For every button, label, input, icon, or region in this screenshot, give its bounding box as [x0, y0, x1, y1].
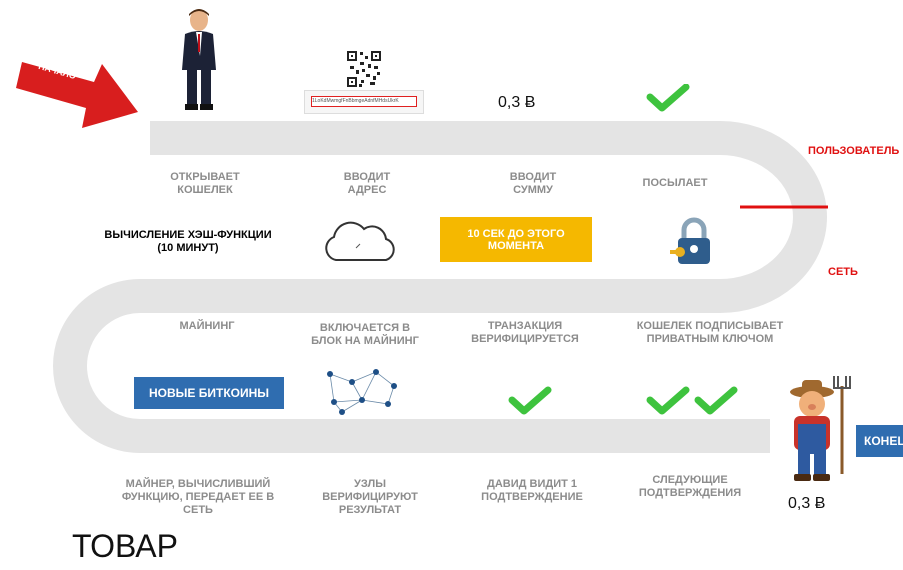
network-icon — [327, 369, 397, 415]
padlock-icon — [670, 217, 710, 264]
step-included-in-block: ВКЛЮЧАЕТСЯ В БЛОК НА МАЙНИНГ — [311, 322, 419, 347]
user-label: ПОЛЬЗОВАТЕЛЬ — [808, 145, 900, 157]
check-icon — [646, 84, 690, 112]
person-icon — [182, 9, 216, 110]
check-icon — [694, 386, 738, 415]
end-badge: КОНЕЦ — [856, 425, 903, 457]
step-open-wallet: ОТКРЫВАЕТ КОШЕЛЕК — [170, 171, 240, 196]
step-transaction-verified: ТРАНЗАКЦИЯ ВЕРИФИЦИРУЕТСЯ — [471, 320, 579, 345]
step-miner-passes: МАЙНЕР, ВЫЧИСЛИВШИЙ ФУНКЦИЮ, ПЕРЕДАЕТ ЕЕ… — [121, 478, 275, 516]
step-enter-amount: ВВОДИТ СУММУ — [509, 171, 557, 196]
check-icon — [646, 386, 690, 415]
step-send: ПОСЫЛАЕТ — [642, 177, 708, 189]
hash-function-label: ВЫЧИСЛЕНИЕ ХЭШ-ФУНКЦИИ (10 МИНУТ) — [104, 229, 272, 254]
step-nodes-verify: УЗЛЫ ВЕРИФИЦИРУЮТ РЕЗУЛЬТАТ — [322, 478, 418, 516]
network-label: СЕТЬ — [828, 266, 858, 278]
amount-top: 0,3 Ƀ — [498, 94, 536, 111]
step-enter-address: ВВОДИТ АДРЕС — [343, 171, 391, 196]
ten-seconds-badge: 10 СЕК ДО ЭТОГО МОМЕНТА — [440, 217, 592, 262]
step-next-confirmations: СЛЕДУЮЩИЕ ПОДТВЕРЖДЕНИЯ — [638, 474, 742, 499]
qr-code-icon — [346, 50, 382, 88]
address-field: 1LoKdMwmgfFnBbmgeAdnfMHdsUkrK — [311, 96, 417, 107]
start-arrow — [16, 62, 138, 128]
amount-bottom: 0,3 Ƀ — [788, 495, 826, 512]
goods-label: ТОВАР — [72, 528, 178, 564]
step-mining: МАЙНИНГ — [179, 320, 235, 332]
cloud-icon — [325, 221, 395, 261]
step-one-confirmation: ДАВИД ВИДИТ 1 ПОДТВЕРЖДЕНИЕ — [481, 478, 583, 503]
new-bitcoins-badge: НОВЫЕ БИТКОИНЫ — [134, 377, 284, 409]
address-panel: 1LoKdMwmgfFnBbmgeAdnfMHdsUkrK — [304, 90, 424, 114]
check-icon — [508, 386, 552, 415]
step-wallet-signs: КОШЕЛЕК ПОДПИСЫВАЕТ ПРИВАТНЫМ КЛЮЧОМ — [636, 320, 784, 345]
farmer-icon — [790, 376, 851, 481]
